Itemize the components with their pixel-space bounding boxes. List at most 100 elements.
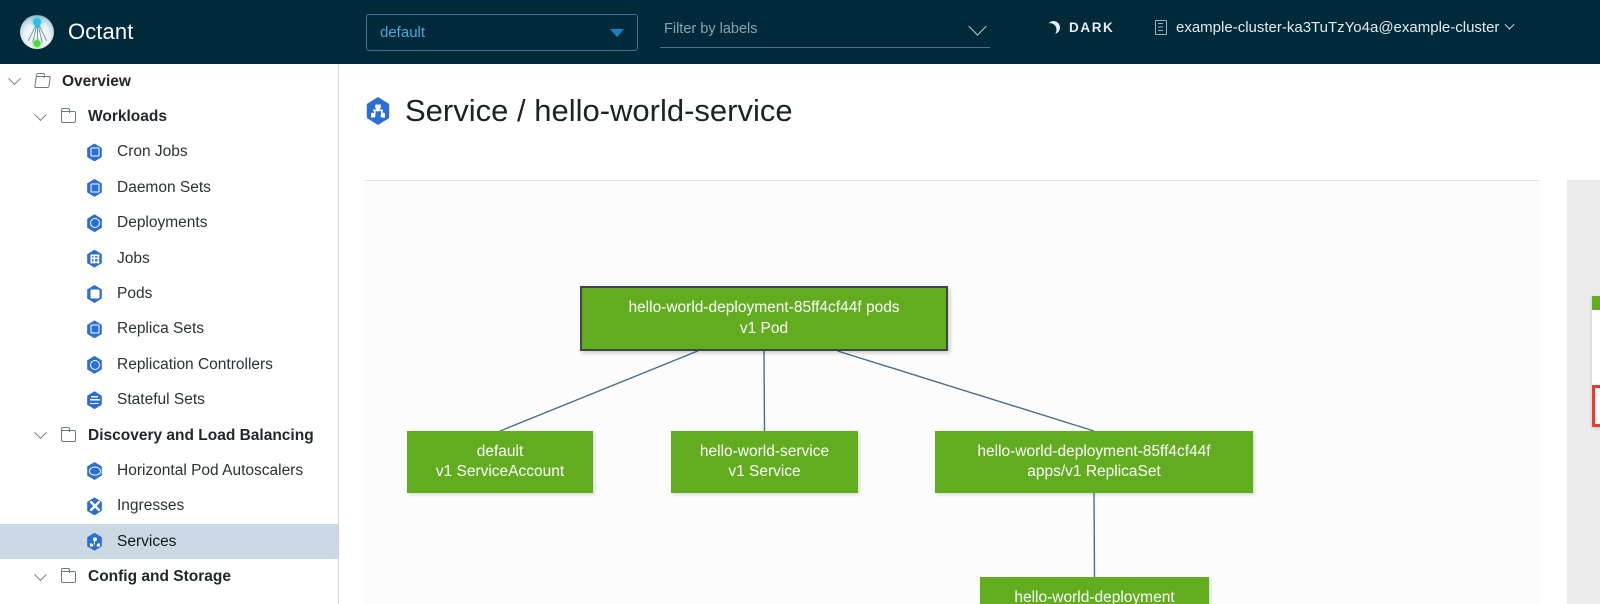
sidebar-item-label: Replication Controllers bbox=[117, 355, 273, 373]
sidebar-item-replica-sets[interactable]: Replica Sets bbox=[0, 312, 338, 347]
caret-down-icon bbox=[610, 28, 624, 37]
brand-name: Octant bbox=[68, 19, 134, 44]
graph-node-sa[interactable]: default v1 ServiceAccount bbox=[407, 431, 593, 493]
chevron-down-icon bbox=[968, 17, 987, 36]
daemonset-icon bbox=[87, 178, 102, 197]
graph-node-text: default v1 ServiceAccount bbox=[436, 442, 564, 483]
moon-icon bbox=[1045, 19, 1061, 35]
sidebar-item-ingresses[interactable]: Ingresses bbox=[0, 489, 338, 524]
detail-panel: hello-world-deployment-85ff4cf44f pods bbox=[1567, 180, 1600, 604]
cluster-icon bbox=[1155, 20, 1167, 35]
graph-node-name: hello-world-deployment-85ff4cf44f pods bbox=[628, 299, 900, 317]
graph-edge-pods-sa bbox=[499, 350, 699, 432]
logo-bottom-dot bbox=[33, 40, 41, 47]
graph-node-kind: v1 Pod bbox=[739, 319, 789, 337]
sidebar-item-replication-controllers[interactable]: Replication Controllers bbox=[0, 347, 338, 382]
graph-node-text: hello-world-deploymentapps/v1 Deployment bbox=[1014, 588, 1174, 604]
detail-card[interactable]: hello-world-deployment-85ff4cf44f pods bbox=[1592, 296, 1600, 427]
sidebar-item-horizontal-pod-autoscalers[interactable]: Horizontal Pod Autoscalers bbox=[0, 453, 338, 488]
sidebar-item-label: Services bbox=[117, 532, 177, 550]
chevron-down-icon[interactable] bbox=[34, 107, 47, 121]
sidebar-item-label: Replica Sets bbox=[117, 320, 205, 338]
replicationcontroller-icon bbox=[87, 355, 102, 374]
graph-node-name: hello-world-service bbox=[699, 442, 830, 460]
sidebar-item-label: Workloads bbox=[88, 108, 167, 126]
namespace-selector[interactable]: default bbox=[366, 14, 638, 51]
cluster-selector[interactable]: example-cluster-ka3TuTzYo4a@example-clus… bbox=[1155, 19, 1515, 36]
sidebar-item-overview[interactable]: Overview bbox=[0, 64, 338, 99]
hpa-icon bbox=[87, 461, 102, 480]
chevron-down-icon bbox=[1504, 19, 1515, 30]
sidebar-item-label: Stateful Sets bbox=[117, 391, 205, 409]
graph-node-name: hello-world-deployment bbox=[1014, 588, 1175, 604]
sidebar-item-deployments[interactable]: Deployments bbox=[0, 206, 338, 241]
graph-node-text: hello-world-deployment-85ff4cf44f apps/v1… bbox=[977, 442, 1210, 483]
sidebar-item-daemon-sets[interactable]: Daemon Sets bbox=[0, 170, 338, 205]
graph-node-text: hello-world-service v1 Service bbox=[700, 442, 829, 483]
sidebar-item-config-and-storage[interactable]: Config and Storage bbox=[0, 559, 338, 594]
logo-top-dot bbox=[33, 18, 41, 26]
theme-toggle-label: DARK bbox=[1069, 20, 1115, 35]
sidebar-item-label: Overview bbox=[62, 72, 131, 90]
sidebar-item-label: Pods bbox=[117, 285, 153, 303]
deployment-icon bbox=[87, 214, 102, 233]
label-filter-placeholder: Filter by labels bbox=[664, 21, 758, 37]
service-icon bbox=[366, 97, 390, 125]
service-icon bbox=[87, 532, 102, 551]
sidebar-item-workloads[interactable]: Workloads bbox=[0, 99, 338, 134]
graph-node-rs[interactable]: hello-world-deployment-85ff4cf44f apps/v1… bbox=[935, 431, 1253, 493]
main-content: Service / hello-world-service SummaryRes… bbox=[340, 64, 1600, 604]
overview-icon bbox=[34, 75, 51, 88]
brand[interactable]: Octant bbox=[20, 15, 133, 49]
logo-rays bbox=[24, 19, 50, 45]
theme-toggle[interactable]: DARK bbox=[1047, 20, 1114, 35]
graph-edge-rs-deployment bbox=[1093, 492, 1096, 578]
card-status-bar bbox=[1592, 296, 1600, 310]
graph-node-kind: v1 ServiceAccount bbox=[435, 463, 565, 480]
card-title: hello-world-deployment-85ff4cf44f pods bbox=[1592, 310, 1600, 385]
sidebar-item-jobs[interactable]: Jobs bbox=[0, 241, 338, 276]
cluster-name: example-cluster-ka3TuTzYo4a@example-clus… bbox=[1176, 19, 1500, 36]
pod-status-row[interactable] bbox=[1592, 384, 1600, 427]
sidebar-item-label: Ingresses bbox=[117, 497, 185, 515]
sidebar-item-label: Daemon Sets bbox=[117, 178, 211, 196]
sidebar-item-cron-jobs[interactable]: Cron Jobs bbox=[0, 135, 338, 170]
sidebar-item-stateful-sets[interactable]: Stateful Sets bbox=[0, 383, 338, 418]
resource-viewer-canvas[interactable]: hello-world-deployment-85ff4cf44f pods v1… bbox=[365, 180, 1540, 604]
page-title-text: Service / hello-world-service bbox=[405, 93, 793, 128]
graph-edges bbox=[499, 350, 1096, 578]
namespace-value: default bbox=[380, 24, 426, 41]
graph-node-name: hello-world-deployment-85ff4cf44f bbox=[977, 442, 1211, 460]
label-filter-input[interactable]: Filter by labels bbox=[660, 16, 990, 48]
chevron-down-icon[interactable] bbox=[34, 426, 47, 440]
sidebar-item-label: Config and Storage bbox=[88, 568, 231, 586]
chevron-down-icon[interactable] bbox=[8, 72, 21, 86]
ingress-icon bbox=[87, 497, 102, 516]
graph-edge-pods-rs bbox=[837, 350, 1095, 432]
sidebar-item-pods[interactable]: Pods bbox=[0, 276, 338, 311]
pod-icon bbox=[87, 285, 102, 304]
sidebar-item-label: Discovery and Load Balancing bbox=[88, 426, 314, 444]
sidebar-item-label: Cron Jobs bbox=[117, 143, 188, 161]
chevron-down-icon[interactable] bbox=[34, 567, 47, 581]
statefulset-icon bbox=[87, 391, 102, 410]
folder-icon bbox=[60, 568, 76, 584]
graph-node-kind: v1 Service bbox=[728, 463, 801, 480]
graph-node-name: default bbox=[476, 442, 524, 460]
replicaset-icon bbox=[87, 320, 102, 339]
graph-node-kind: apps/v1 ReplicaSet bbox=[1027, 463, 1161, 480]
graph-node-deployment[interactable]: hello-world-deploymentapps/v1 Deployment bbox=[980, 577, 1209, 604]
graph-node-pods[interactable]: hello-world-deployment-85ff4cf44f pods v1… bbox=[580, 286, 948, 351]
sidebar-item-services[interactable]: Services bbox=[0, 524, 338, 560]
folder-icon bbox=[60, 426, 76, 442]
cronjob-icon bbox=[87, 143, 102, 162]
page-title: Service / hello-world-service bbox=[365, 93, 793, 129]
octant-logo-icon bbox=[20, 15, 54, 49]
sidebar-item-label: Horizontal Pod Autoscalers bbox=[117, 461, 304, 479]
sidebar-item-discovery-and-load-balancing[interactable]: Discovery and Load Balancing bbox=[0, 418, 338, 453]
graph-node-svc[interactable]: hello-world-service v1 Service bbox=[671, 431, 858, 493]
top-header: Octant default Filter by labels DARK exa… bbox=[0, 0, 1600, 64]
sidebar-item-label: Jobs bbox=[117, 249, 150, 267]
